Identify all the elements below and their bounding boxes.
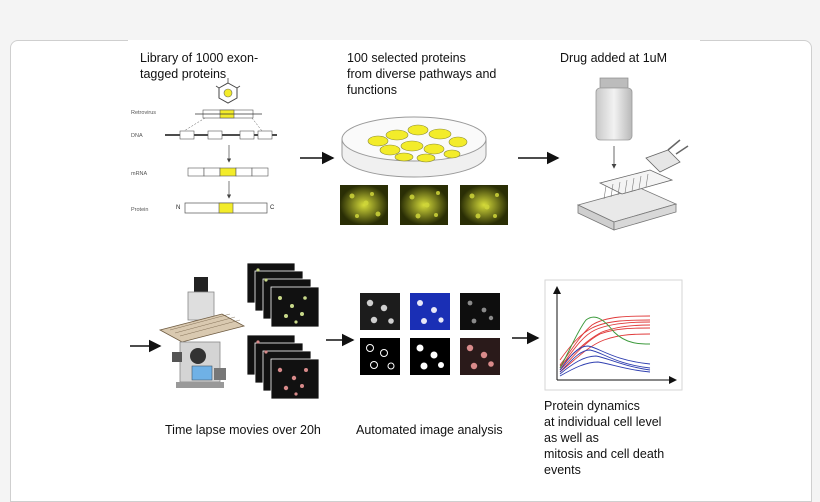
analysis-tile-dark	[460, 293, 500, 330]
retrovirus-icon	[215, 78, 241, 104]
analysis-tile-gray	[360, 293, 400, 330]
analysis-tile-pink	[460, 338, 500, 375]
analysis-tile-blue	[410, 293, 450, 330]
petri-dish-icon	[341, 116, 487, 178]
n-terminus-label: N	[176, 205, 180, 211]
fluorescence-tiles	[340, 185, 508, 225]
micrograph-tile-1	[340, 185, 388, 225]
analysis-tiles	[360, 293, 500, 375]
library-label: Library of 1000 exon- tagged proteins	[140, 51, 259, 81]
row-label-retrovirus: Retrovirus	[131, 110, 156, 116]
selected-proteins-label: 100 selected proteins from diverse pathw…	[347, 51, 497, 97]
row-label-dna: DNA	[131, 133, 143, 139]
blue-curves	[559, 345, 651, 377]
analysis-label: Automated image analysis	[356, 423, 503, 437]
green-curve	[559, 316, 651, 369]
analysis-tile-outline	[360, 338, 400, 375]
timelapse-label: Time lapse movies over 20h	[165, 423, 321, 437]
analysis-tile-mask	[410, 338, 450, 375]
c-terminus-label: C	[270, 205, 275, 211]
row-label-mrna: mRNA	[131, 171, 148, 177]
row-label-protein: Protein	[131, 207, 148, 213]
timelapse-stack-green	[246, 262, 320, 328]
microscope-icon	[158, 277, 246, 388]
drug-label: Drug added at 1uM	[560, 51, 668, 65]
micrograph-tile-3	[460, 185, 508, 225]
drug-bottle-icon	[595, 77, 633, 141]
multichannel-pipette-plate-icon	[576, 139, 689, 231]
dynamics-label: Protein dynamics at individual cell leve…	[544, 399, 665, 477]
construct-schematic: Retrovirus DNA mRNA Protein N C	[131, 78, 277, 214]
dynamics-plot	[544, 279, 683, 391]
timelapse-stack-red	[246, 334, 320, 400]
micrograph-tile-2	[400, 185, 448, 225]
